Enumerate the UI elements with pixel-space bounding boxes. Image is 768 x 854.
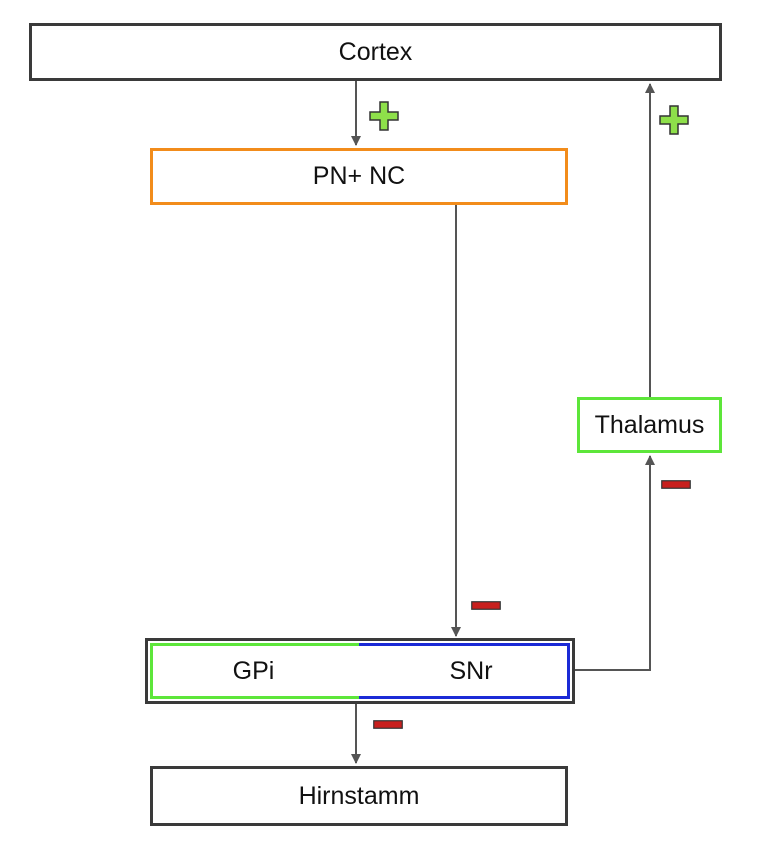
- snr-label: SNr: [449, 656, 493, 685]
- minus-sign-gpi-hirnstamm: [373, 720, 403, 729]
- minus-sign-pn-snr: [471, 601, 501, 610]
- arrow-snr-to-thalamus: [575, 455, 655, 671]
- gpi-segment: GPi: [150, 643, 362, 699]
- cortex-label: Cortex: [338, 37, 413, 66]
- pn-nc-box: PN+ NC: [150, 148, 568, 205]
- snr-segment: SNr: [359, 643, 570, 699]
- thalamus-label: Thalamus: [594, 410, 705, 439]
- pn-nc-label: PN+ NC: [312, 162, 406, 190]
- thalamus-box: Thalamus: [577, 397, 722, 453]
- hirnstamm-label: Hirnstamm: [298, 781, 420, 810]
- plus-sign-thalamus-cortex: [659, 105, 689, 135]
- hirnstamm-box: Hirnstamm: [150, 766, 568, 826]
- plus-sign-cortex-pn: [369, 101, 399, 131]
- minus-sign-snr-thalamus: [661, 480, 691, 489]
- cortex-box: Cortex: [29, 23, 722, 81]
- gpi-label: GPi: [232, 656, 275, 685]
- gpi-snr-outer-box: [145, 638, 575, 704]
